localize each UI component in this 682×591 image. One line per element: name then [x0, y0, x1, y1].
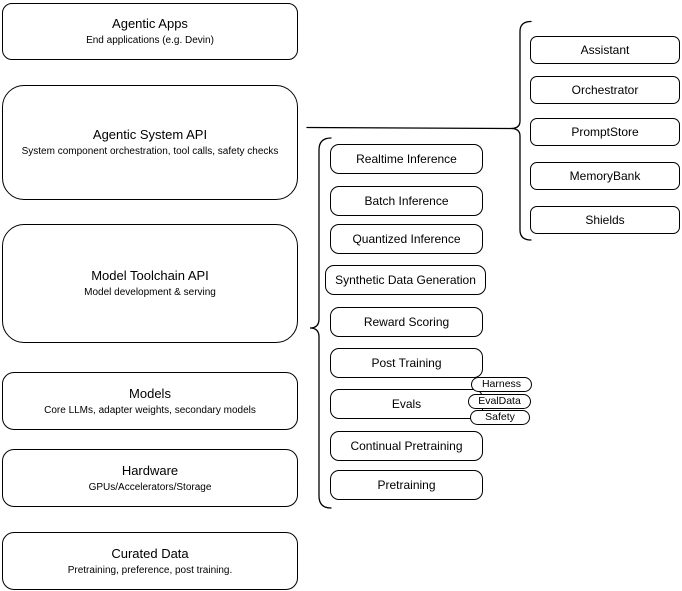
node-agentic-system-api: Agentic System API System component orch…: [2, 85, 298, 200]
node-pretraining: Pretraining: [330, 470, 483, 500]
node-label: Pretraining: [377, 478, 436, 492]
node-label: Orchestrator: [571, 83, 639, 97]
node-title: Curated Data: [111, 545, 189, 561]
node-batch-inference: Batch Inference: [330, 186, 483, 216]
node-models: Models Core LLMs, adapter weights, secon…: [2, 372, 298, 430]
node-promptstore: PromptStore: [530, 118, 680, 146]
node-realtime-inference: Realtime Inference: [330, 144, 483, 174]
node-subtitle: Core LLMs, adapter weights, secondary mo…: [44, 404, 256, 416]
node-label: Shields: [585, 213, 625, 227]
node-title: Agentic System API: [92, 127, 208, 142]
node-title: Models: [129, 385, 171, 401]
tag-harness: Harness: [471, 377, 532, 392]
system-connector-line: [306, 126, 512, 130]
node-label: Continual Pretraining: [350, 439, 463, 453]
node-hardware: Hardware GPUs/Accelerators/Storage: [2, 449, 298, 507]
tag-label: EvalData: [478, 395, 521, 407]
node-subtitle: GPUs/Accelerators/Storage: [88, 481, 212, 493]
tag-safety: Safety: [470, 410, 530, 425]
node-post-training: Post Training: [330, 348, 483, 378]
node-title: Agentic Apps: [112, 16, 188, 31]
node-evals: Evals: [330, 389, 483, 419]
node-shields: Shields: [530, 206, 680, 234]
node-label: Realtime Inference: [356, 152, 457, 166]
node-title: Hardware: [121, 462, 179, 478]
node-synthetic-data-generation: Synthetic Data Generation: [325, 265, 486, 295]
node-label: Quantized Inference: [352, 232, 461, 246]
node-label: Reward Scoring: [363, 315, 450, 329]
node-label: Post Training: [371, 356, 442, 370]
node-subtitle: End applications (e.g. Devin): [86, 35, 214, 46]
node-agentic-apps: Agentic Apps End applications (e.g. Devi…: [2, 3, 298, 60]
node-memorybank: MemoryBank: [530, 162, 680, 190]
node-subtitle: Pretraining, preference, post training.: [67, 564, 233, 576]
node-subtitle: System component orchestration, tool cal…: [21, 146, 279, 157]
node-model-toolchain-api: Model Toolchain API Model development & …: [2, 224, 298, 343]
node-label: Assistant: [580, 43, 630, 57]
node-reward-scoring: Reward Scoring: [330, 307, 483, 337]
node-label: PromptStore: [571, 125, 639, 139]
node-quantized-inference: Quantized Inference: [330, 224, 483, 254]
tag-label: Safety: [485, 411, 515, 423]
toolchain-brace: [309, 137, 332, 509]
node-label: MemoryBank: [569, 169, 641, 183]
node-subtitle: Model development & serving: [84, 287, 216, 298]
tag-label: Harness: [481, 378, 522, 390]
node-curated-data: Curated Data Pretraining, preference, po…: [2, 532, 298, 590]
node-orchestrator: Orchestrator: [530, 76, 680, 104]
node-label: Synthetic Data Generation: [335, 273, 476, 287]
system-brace: [510, 20, 532, 241]
node-assistant: Assistant: [530, 36, 680, 64]
node-continual-pretraining: Continual Pretraining: [330, 431, 483, 461]
node-title: Model Toolchain API: [91, 268, 209, 283]
node-label: Batch Inference: [364, 194, 449, 208]
tag-evaldata: EvalData: [468, 394, 531, 409]
node-label: Evals: [391, 397, 422, 411]
